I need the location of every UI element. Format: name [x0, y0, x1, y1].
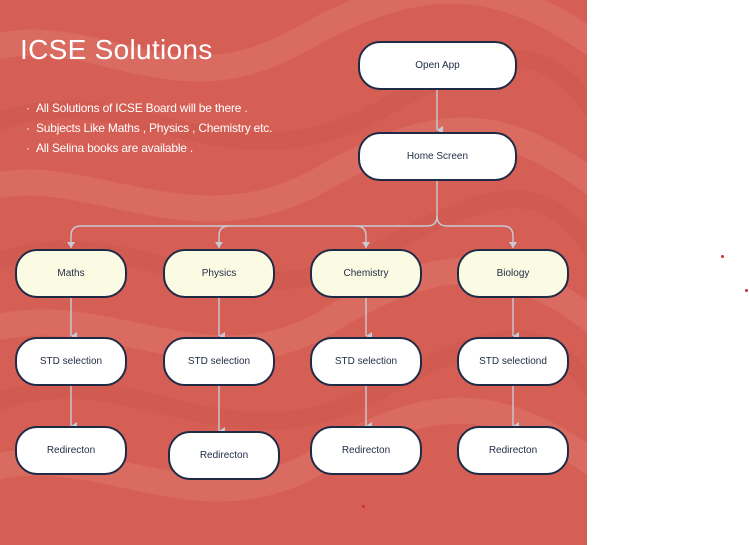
- node-subject-biology: Biology: [457, 249, 569, 298]
- node-redirect-maths: Redirecton: [15, 426, 127, 475]
- node-std-selection-maths: STD selection: [15, 337, 127, 386]
- feature-item: ·All Selina books are available .: [26, 141, 194, 155]
- node-std-selection-biology: STD selectiond: [457, 337, 569, 386]
- node-std-selection-physics: STD selection: [163, 337, 275, 386]
- node-redirect-physics: Redirecton: [168, 431, 280, 480]
- feature-item: ·Subjects Like Maths , Physics , Chemist…: [26, 121, 273, 135]
- node-redirect-chemistry: Redirecton: [310, 426, 422, 475]
- marker-dot: [745, 289, 748, 292]
- feature-item: ·All Solutions of ICSE Board will be the…: [26, 101, 248, 115]
- marker-dot: [362, 505, 365, 508]
- node-open-app: Open App: [358, 41, 517, 90]
- slide-panel: ICSE Solutions ·All Solutions of ICSE Bo…: [0, 0, 587, 545]
- node-subject-maths: Maths: [15, 249, 127, 298]
- node-redirect-biology: Redirecton: [457, 426, 569, 475]
- feature-list: ·All Solutions of ICSE Board will be the…: [26, 98, 272, 158]
- node-subject-physics: Physics: [163, 249, 275, 298]
- node-home-screen: Home Screen: [358, 132, 517, 181]
- node-std-selection-chemistry: STD selection: [310, 337, 422, 386]
- slide-title: ICSE Solutions: [20, 34, 213, 65]
- node-subject-chemistry: Chemistry: [310, 249, 422, 298]
- marker-dot: [721, 255, 724, 258]
